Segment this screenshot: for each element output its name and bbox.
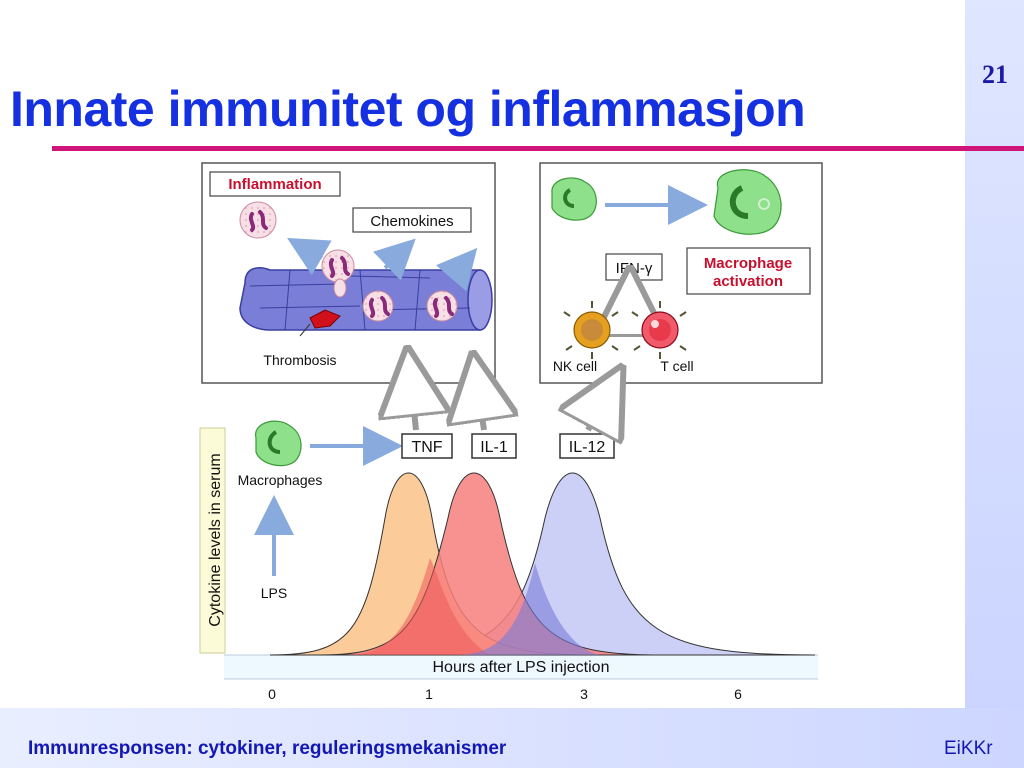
neutrophil-cell [362,290,394,322]
innate-immunity-diagram: Inflammation Chemokines [199,162,823,702]
thrombosis-label: Thrombosis [263,352,336,368]
inflammation-panel: Inflammation Chemokines [201,162,496,384]
footer-author: EiKKr [944,738,993,759]
x-tick-1: 1 [425,686,433,702]
macrophage-activation-label-line1: Macrophage [704,255,792,272]
macrophage-cell [255,420,302,467]
x-tick-6: 6 [734,686,742,702]
right-decorative-band [965,0,1024,768]
t-cell-label: T cell [660,358,693,374]
il12-label: IL-12 [569,439,606,456]
slide-number: 21 [982,60,1008,89]
il1-il12-overlap [460,563,600,655]
tnf-label: TNF [411,439,442,456]
chemokines-label: Chemokines [370,213,453,230]
title-underline [52,146,1024,151]
neutrophil-cell [239,201,277,239]
cytokine-kinetics-chart: Cytokine levels in serum Hours after LPS… [199,363,818,702]
lps-label: LPS [261,585,287,601]
bottom-decorative-band [0,708,1024,768]
macrophage-activation-panel: IFN-γ Macrophage activation NK cell T ce… [539,162,823,384]
x-tick-0: 0 [268,686,276,702]
t-cell [631,301,687,359]
nk-cell [563,301,619,359]
footer-text: Immunresponsen: cytokiner, reguleringsme… [28,738,507,759]
ifn-gamma-label: IFN-γ [616,260,653,277]
activated-macrophage-cell [713,169,782,235]
nk-cell-label: NK cell [553,358,597,374]
il1-label: IL-1 [480,439,508,456]
macrophage-cell [551,177,597,221]
macrophages-label: Macrophages [238,472,323,488]
x-axis-label: Hours after LPS injection [433,659,610,676]
neutrophil-cell [426,290,458,322]
slide-title: Innate immunitet og inflammasjon [10,81,806,137]
macrophage-activation-label-line2: activation [713,273,783,290]
y-axis-label: Cytokine levels in serum [207,453,224,626]
inflammation-label: Inflammation [228,176,321,193]
x-tick-3: 3 [580,686,588,702]
tnf-il1-overlap [350,558,490,655]
